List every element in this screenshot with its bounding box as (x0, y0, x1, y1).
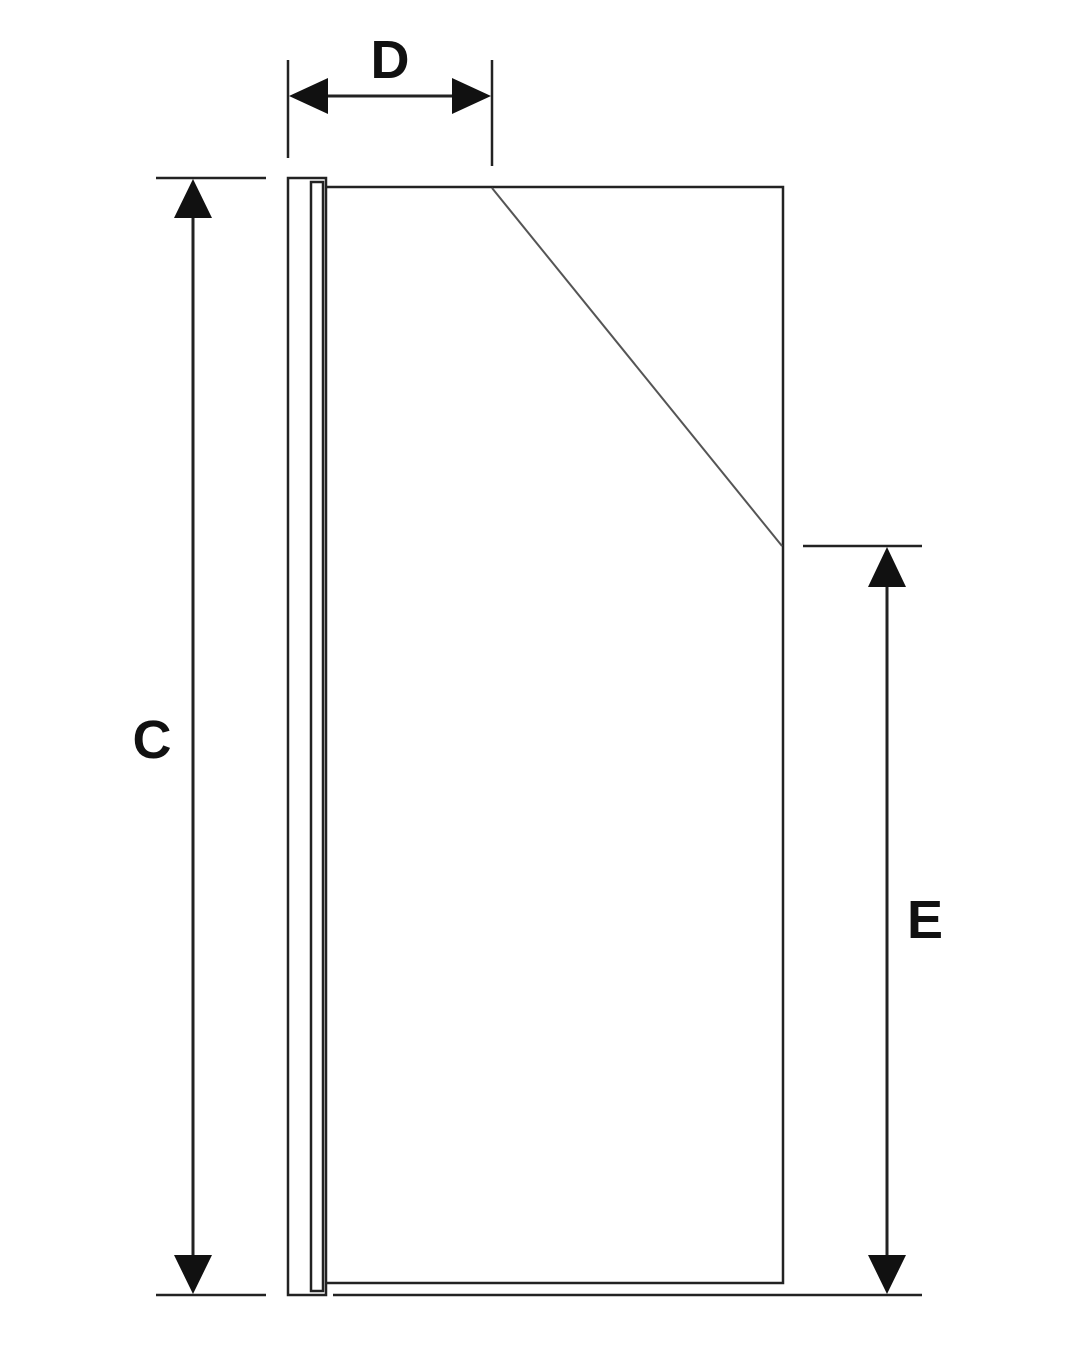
arrowhead-down-icon (174, 1255, 212, 1294)
dimension-c: C (133, 176, 266, 1297)
dimension-e: E (803, 544, 943, 1294)
arrowhead-right-icon (452, 78, 491, 114)
dimension-d: D (286, 30, 494, 166)
wall-profile-outer (286, 176, 328, 1297)
dimension-d-label: D (371, 30, 410, 90)
arrowhead-left-icon (289, 78, 328, 114)
glass-panel-outline (326, 185, 785, 1285)
arrowhead-up-icon (174, 179, 212, 218)
wall-profile-inner (309, 180, 325, 1293)
dimension-c-label: C (133, 710, 172, 770)
dimension-e-label: E (907, 890, 943, 950)
arrowhead-down-icon (868, 1255, 906, 1294)
corner-cut-line (491, 187, 783, 547)
arrowhead-up-icon (868, 547, 906, 587)
